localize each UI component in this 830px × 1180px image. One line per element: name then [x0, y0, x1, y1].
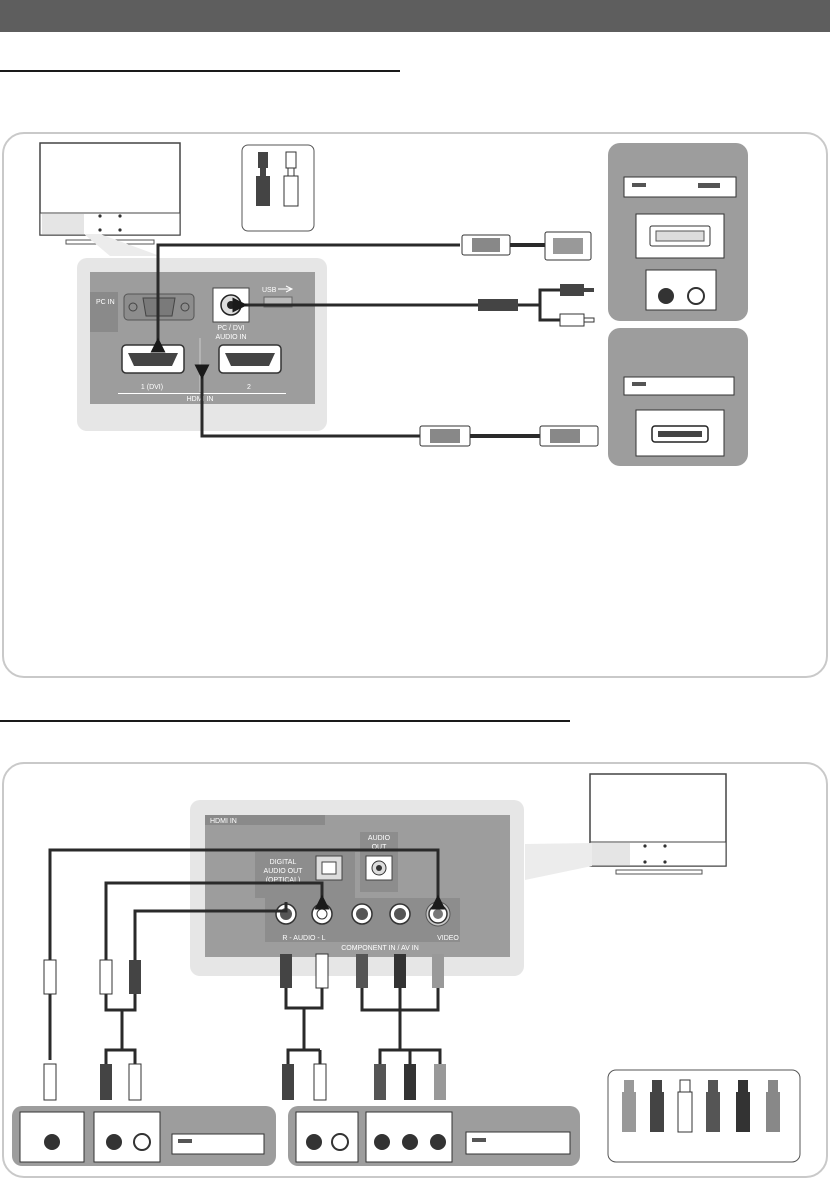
- component-audio-cable: [284, 988, 442, 1065]
- hdmi-in-label: HDMI IN: [187, 396, 214, 403]
- audio-out-label-a: AUDIO OUT: [264, 868, 304, 875]
- tv-monitor-icon: [39, 142, 181, 245]
- headphone-audio-out-jack: [365, 855, 393, 881]
- hdmi-to-dvi-cable: [150, 231, 592, 353]
- pc-dvi-label: PC / DVI: [217, 325, 244, 332]
- stereo-audio-cable: [232, 284, 595, 327]
- header-bar: [0, 0, 830, 32]
- callout-wedge-2: [525, 843, 592, 880]
- hdmi-port-2: [218, 344, 282, 374]
- pc-in-label: PC IN: [96, 299, 115, 306]
- rca-plug-legend: [241, 144, 315, 232]
- audio-in-label: AUDIO IN: [215, 334, 246, 341]
- rca-color-legend: [607, 1069, 801, 1163]
- av-device-box: [12, 1106, 276, 1166]
- tv-monitor-icon-2: [589, 773, 727, 875]
- hdmi-device-box: [608, 328, 748, 466]
- digital-label: DIGITAL: [270, 859, 297, 866]
- optical-port: [315, 855, 343, 881]
- rca-plug-row-lower: [43, 1063, 446, 1101]
- component-device-box: [288, 1106, 580, 1166]
- component-av-jacks: [265, 898, 460, 942]
- section-divider-2: [0, 720, 570, 722]
- callout-wedge: [84, 234, 160, 256]
- pc-device-box: [608, 143, 748, 321]
- hdmi-port-1: [121, 344, 185, 374]
- component-in-av-in-label: COMPONENT IN / AV IN: [341, 945, 419, 952]
- av-audio-cable: [104, 881, 330, 1065]
- video-label: VIDEO: [437, 935, 459, 942]
- section-divider-1: [0, 70, 400, 72]
- hdmi-port-1-label: 1 (DVI): [141, 384, 163, 391]
- audio-out-label-b1: AUDIO: [368, 835, 391, 842]
- hdmi-port-2-label: 2: [247, 384, 251, 391]
- audio-out-label-b2: OUT: [372, 844, 388, 851]
- optical-label: (OPTICAL): [266, 877, 301, 884]
- usb-port: [263, 296, 293, 308]
- hdmi-cable: [194, 364, 599, 447]
- av-video-cable: [48, 848, 446, 1060]
- r-audio-l-label: R - AUDIO - L: [282, 935, 325, 942]
- rca-plug-row-upper: [43, 953, 444, 995]
- usb-icon: [278, 285, 294, 293]
- usb-label: USB: [262, 287, 277, 294]
- hdmi-in-label-2: HDMI IN: [210, 818, 237, 825]
